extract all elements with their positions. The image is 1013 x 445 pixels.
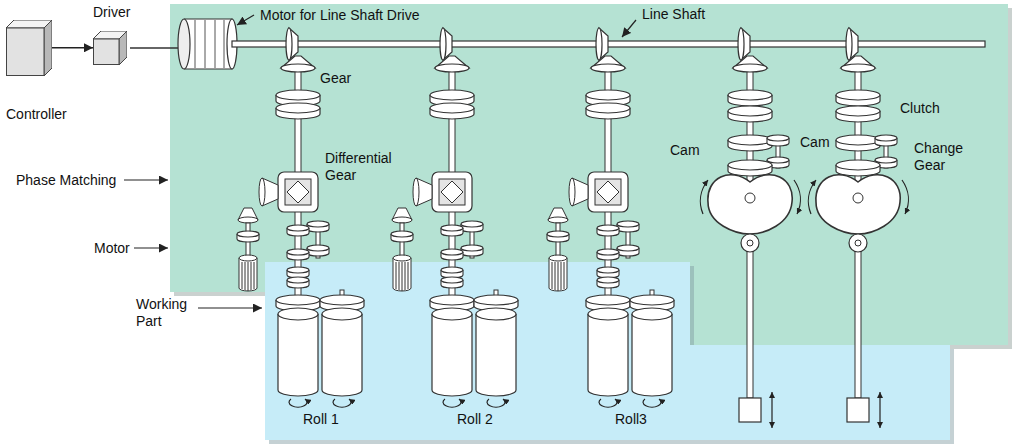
cube-front (94, 39, 120, 65)
part-label: Change Gear (912, 140, 978, 174)
part-label: Cam (798, 134, 832, 151)
roll-drive-unit (547, 28, 674, 407)
driver-cable (130, 47, 180, 49)
leader-arrow (198, 307, 262, 308)
line-shaft-motor (178, 19, 237, 69)
leader-arrow (622, 20, 636, 37)
device-cube (6, 20, 52, 76)
device-box: Controller (6, 20, 67, 123)
cube-side (44, 20, 52, 76)
signal-arrow (52, 47, 93, 49)
device-label: Controller (6, 106, 67, 123)
part-label: Phase Matching (14, 172, 118, 189)
leader-arrow (124, 179, 168, 180)
part-label: Roll3 (613, 411, 649, 428)
cam-drive-unit (700, 28, 800, 428)
device-label: Driver (93, 4, 130, 21)
part-label: Working Part (134, 296, 198, 330)
cube-front (7, 28, 45, 76)
line-shaft-motor (184, 19, 232, 69)
leader-arrow (237, 15, 254, 25)
cam-drive-unit (808, 28, 908, 428)
part-label: Cam (668, 142, 702, 159)
part-label: Clutch (898, 100, 942, 117)
part-label: Gear (318, 70, 353, 87)
part-label: Motor (92, 240, 132, 257)
connector-group (52, 47, 93, 48)
part-label: Differential Gear (323, 150, 409, 184)
part-label: Roll 1 (301, 411, 341, 428)
roll-drive-unit (237, 28, 364, 407)
part-label: Motor for Line Shaft Drive (258, 7, 422, 24)
cube-side (119, 31, 127, 65)
line-shaft-motor (178, 19, 190, 69)
line-shaft-motor (195, 20, 224, 68)
leader-arrow (134, 247, 168, 248)
device-box: Driver (93, 4, 130, 65)
roll-drive-unit (391, 28, 518, 407)
part-label: Line Shaft (640, 6, 707, 23)
device-cube (93, 31, 127, 65)
part-label: Roll 2 (455, 411, 495, 428)
